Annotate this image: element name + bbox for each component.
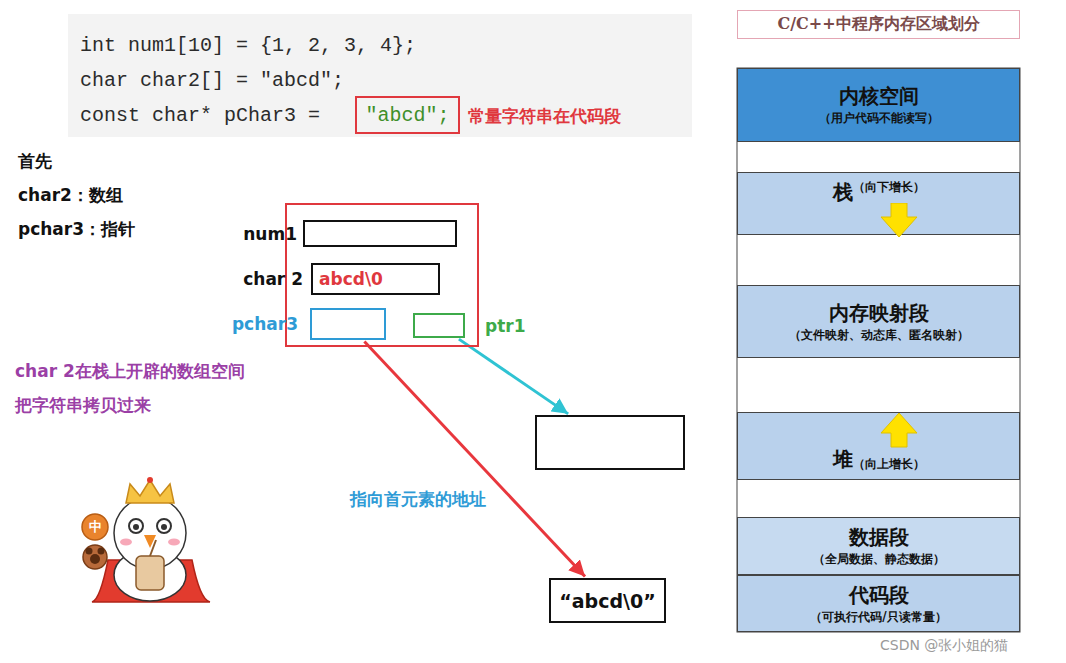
label-holder: ptr1 <box>485 305 526 346</box>
annotation: 常量字符串在代码段 <box>468 105 621 128</box>
node-text: 栈 <box>833 179 853 206</box>
node-label: ptr1 <box>485 316 526 336</box>
node-text: 数据段 <box>849 524 909 551</box>
label-holder: pchar3：指针 <box>18 218 135 241</box>
memory-band: 内核空间（用户代码不能读写） <box>737 68 1020 142</box>
node-text: 内核空间 <box>839 83 919 110</box>
memory-column <box>737 68 1020 632</box>
array-cell: abcd\0char 2 <box>311 263 440 295</box>
label-holder: num1 <box>243 212 297 255</box>
label-holder: pchar3 <box>232 300 298 348</box>
node-text: 堆 <box>833 446 853 473</box>
node-text: int num1[10] = {1, 2, 3, 4}; <box>80 28 416 63</box>
note: pchar3：指针 <box>18 218 135 241</box>
diagram-title-box: C/C++中程序内存区域划分 <box>737 10 1020 39</box>
label-holder: 指向首元素的地址 <box>350 488 486 511</box>
node-text: 代码段 <box>849 582 909 609</box>
label-holder: 中 <box>82 514 108 540</box>
node-text: “abcd\0” <box>559 590 655 612</box>
constant-string-box: “abcd\0” <box>549 578 666 623</box>
array-cell: num1 <box>303 220 457 247</box>
node-text: C/C++中程序内存区域划分 <box>777 14 979 35</box>
memory-box <box>535 415 685 470</box>
memory-band: 代码段（可执行代码/只读常量） <box>737 575 1020 632</box>
label-holder: 首先 <box>18 150 52 173</box>
note: char2：数组 <box>18 184 123 207</box>
node-text: 内存映射段 <box>829 300 929 327</box>
note: 首先 <box>18 150 52 173</box>
label-holder: 常量字符串在代码段 <box>468 105 621 128</box>
node-text: （文件映射、动态库、匿名映射） <box>789 327 969 344</box>
label-holder: char2：数组 <box>18 184 123 207</box>
memory-band: 堆（向上增长） <box>737 412 1020 480</box>
node-label: char 2 <box>243 269 303 289</box>
pointer-cell: ptr1 <box>413 313 465 338</box>
node-text: "abcd"; <box>365 104 449 127</box>
pointer-arrow <box>459 339 568 414</box>
node-label: num1 <box>243 224 297 244</box>
growth-arrow <box>879 203 919 239</box>
note: 把字符串拷贝过来 <box>15 394 151 417</box>
node-text: （可执行代码/只读常量） <box>810 609 946 626</box>
node-text: abcd\0 <box>319 269 383 289</box>
cartoon-mascot <box>82 477 210 602</box>
node-text: （用户代码不能读写） <box>819 110 939 127</box>
memory-band: 数据段（全局数据、静态数据） <box>737 517 1020 575</box>
growth-arrow <box>879 413 919 449</box>
note: char 2在栈上开辟的数组空间 <box>15 360 245 383</box>
string-literal-box: "abcd"; <box>355 96 460 134</box>
label-holder: char 2在栈上开辟的数组空间 <box>15 360 245 383</box>
node-text: char char2[] = "abcd"; <box>80 63 344 98</box>
watermark: CSDN @张小姐的猫 <box>880 637 1008 655</box>
edge-label: 指向首元素的地址 <box>350 488 486 511</box>
node-text: （全局数据、静态数据） <box>813 551 945 568</box>
node-text: （向下增长） <box>853 179 925 196</box>
stack-frame: num1 abcd\0char 2 pchar3 ptr1 <box>285 203 479 347</box>
label-holder: 把字符串拷贝过来 <box>15 394 151 417</box>
pointer-arrow <box>364 341 585 576</box>
memory-band: 内存映射段（文件映射、动态库、匿名映射） <box>737 285 1020 358</box>
node-label: pchar3 <box>232 314 298 334</box>
memory-band: 栈（向下增长） <box>737 172 1020 235</box>
node-text: （向上增长） <box>853 456 925 473</box>
node-text: const char* pChar3 = <box>80 98 320 133</box>
badge-text: 中 <box>89 518 102 536</box>
pointer-cell: pchar3 <box>310 308 386 340</box>
label-holder: char 2 <box>243 255 303 303</box>
label-holder: CSDN @张小姐的猫 <box>880 637 1008 655</box>
